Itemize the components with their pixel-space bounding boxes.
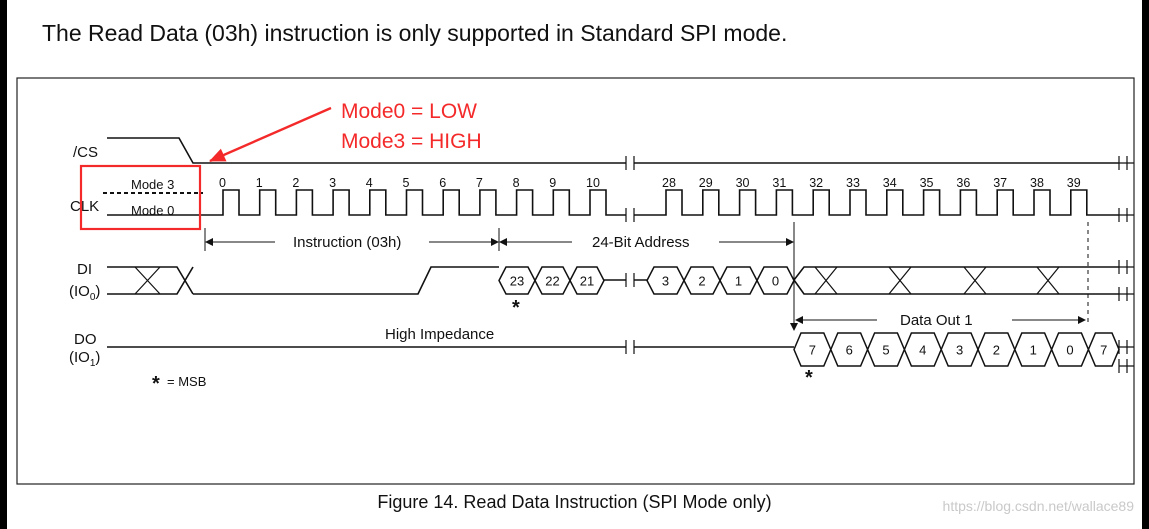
clock-number: 9 xyxy=(549,176,556,190)
do-label: DO xyxy=(74,331,97,348)
clock-number: 6 xyxy=(439,176,446,190)
high-impedance-label: High Impedance xyxy=(385,326,494,343)
clock-number: 8 xyxy=(513,176,520,190)
instruction-span-label: Instruction (03h) xyxy=(293,234,401,251)
bit-label: 7 xyxy=(809,343,816,358)
bit-label: 2 xyxy=(993,343,1000,358)
annotation-line-1: Mode0 = LOW xyxy=(341,100,477,123)
clock-number: 33 xyxy=(846,176,860,190)
legend-msb-text: = MSB xyxy=(167,374,206,389)
cs-label: /CS xyxy=(73,144,98,161)
bit-label: 3 xyxy=(956,343,963,358)
bit-label: 2 xyxy=(698,274,705,289)
clock-number: 31 xyxy=(772,176,786,190)
di-trailing-crosses xyxy=(814,266,1060,295)
bit-label: 6 xyxy=(846,343,853,358)
di-cross-1 xyxy=(134,266,161,295)
clk-waveform xyxy=(107,189,1119,216)
di-label: DI xyxy=(77,261,92,278)
cs-waveform xyxy=(107,137,1119,164)
diagram-frame xyxy=(16,77,1135,485)
clock-number: 1 xyxy=(256,176,263,190)
page: The Read Data (03h) instruction is only … xyxy=(7,0,1142,529)
clock-number: 34 xyxy=(883,176,897,190)
clock-number: 3 xyxy=(329,176,336,190)
bit-label: 22 xyxy=(545,274,559,289)
di-io-label: (IO0) xyxy=(69,283,100,303)
clock-number: 10 xyxy=(586,176,600,190)
bit-label: 21 xyxy=(580,274,594,289)
do-msb-marker: * xyxy=(805,367,813,389)
clock-number: 38 xyxy=(1030,176,1044,190)
clk-label: CLK xyxy=(70,198,99,215)
clock-number: 32 xyxy=(809,176,823,190)
clock-number: 28 xyxy=(662,176,676,190)
di-address-low-bits: 3 2 1 0 xyxy=(646,266,795,295)
clock-number: 39 xyxy=(1067,176,1081,190)
bit-label: 4 xyxy=(919,343,926,358)
di-dont-care-start xyxy=(107,266,499,295)
bit-label: 0 xyxy=(772,274,779,289)
mode3-label: Mode 3 xyxy=(131,177,174,192)
annotation-arrow xyxy=(209,106,332,163)
clock-number: 7 xyxy=(476,176,483,190)
bit-label: 0 xyxy=(1066,343,1073,358)
page-heading: The Read Data (03h) instruction is only … xyxy=(42,20,788,46)
address-span-label: 24-Bit Address xyxy=(592,234,690,251)
clock-number: 4 xyxy=(366,176,373,190)
annotation-line-2: Mode3 = HIGH xyxy=(341,130,482,153)
clock-number: 35 xyxy=(920,176,934,190)
di-msb-marker: * xyxy=(512,297,520,319)
bit-label: 5 xyxy=(882,343,889,358)
clock-number: 37 xyxy=(993,176,1007,190)
di-dont-care-end xyxy=(793,266,1119,295)
watermark: https://blog.csdn.net/wallace89 xyxy=(942,498,1134,514)
bit-label: 1 xyxy=(1030,343,1037,358)
clock-number: 36 xyxy=(956,176,970,190)
clock-number: 30 xyxy=(736,176,750,190)
data-out-span-label: Data Out 1 xyxy=(900,312,973,329)
bit-label: 23 xyxy=(510,274,524,289)
clock-number: 0 xyxy=(219,176,226,190)
legend-msb-star: * xyxy=(152,373,160,395)
do-data-bits: 7 6 5 4 3 2 1 0 7 xyxy=(793,332,1120,367)
di-address-high-bits: 23 22 21 xyxy=(498,266,605,295)
bit-label: 7 xyxy=(1100,343,1107,358)
clock-number: 2 xyxy=(292,176,299,190)
clock-number: 5 xyxy=(403,176,410,190)
timing-diagram: /CS CLK DI (IO0) DO (IO1) Mode 3 Mode 0 … xyxy=(16,77,1135,485)
mode-highlight-box xyxy=(79,164,202,231)
bit-label: 3 xyxy=(662,274,669,289)
bit-label: 1 xyxy=(735,274,742,289)
break-markers xyxy=(625,156,1134,373)
figure-caption: Figure 14. Read Data Instruction (SPI Mo… xyxy=(377,492,772,512)
clock-number: 29 xyxy=(699,176,713,190)
do-io-label: (IO1) xyxy=(69,349,100,369)
